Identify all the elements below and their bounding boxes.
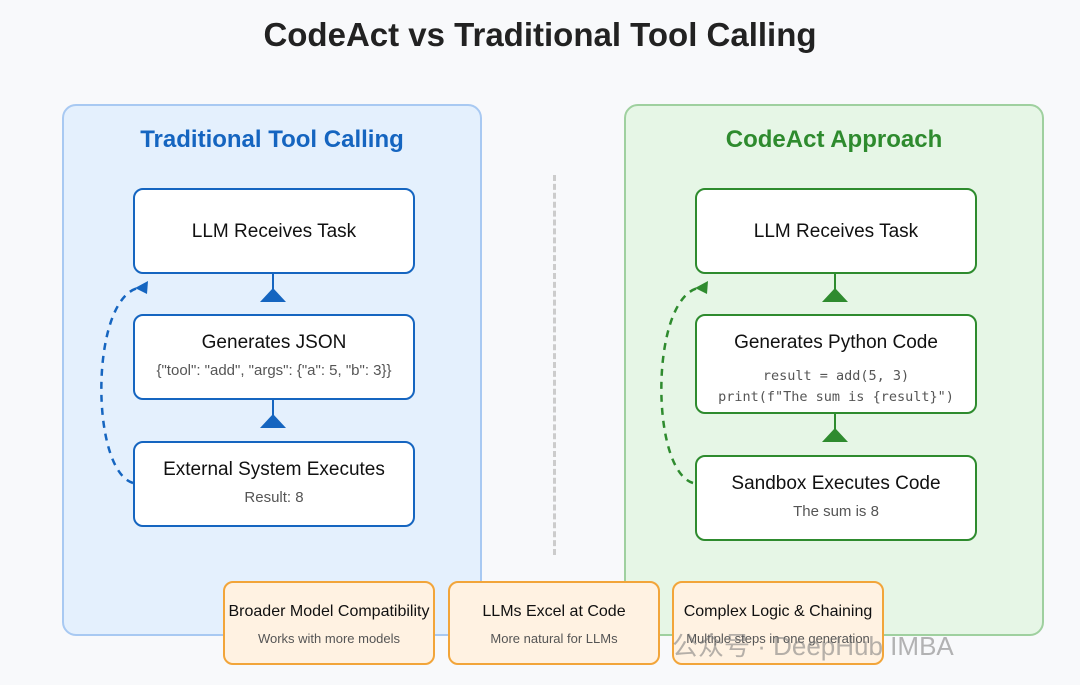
arrow-head-icon — [822, 288, 848, 302]
loop-arrow-head-icon — [135, 281, 148, 294]
watermark: 公众号 · DeepHub IMBA — [672, 631, 954, 661]
traditional-step-execute: External System Executes Result: 8 — [133, 441, 415, 527]
arrow-head-icon — [260, 414, 286, 428]
benefit-card: LLMs Excel at Code More natural for LLMs — [448, 581, 660, 665]
codeact-panel: CodeAct Approach LLM Receives Task Gener… — [624, 104, 1044, 636]
codeact-step-execute: Sandbox Executes Code The sum is 8 — [695, 455, 977, 541]
traditional-title: Traditional Tool Calling — [140, 126, 404, 153]
benefit-card: Complex Logic & Chaining Multiple steps … — [672, 581, 884, 665]
benefit-card: Broader Model Compatibility Works with m… — [223, 581, 435, 665]
benefit-title: Complex Logic & Chaining — [683, 603, 873, 620]
step-title: External System Executes — [163, 459, 385, 480]
step-title: Sandbox Executes Code — [731, 473, 941, 494]
loop-arrow — [660, 286, 699, 485]
code-line: result = add(5, 3) — [762, 368, 910, 384]
arrow-head-icon — [822, 428, 848, 442]
result-text: Result: 8 — [244, 489, 304, 506]
step-title: Generates JSON — [201, 332, 347, 353]
benefit-title: LLMs Excel at Code — [482, 603, 626, 620]
traditional-step-receive: LLM Receives Task — [133, 188, 415, 274]
result-text: The sum is 8 — [793, 503, 879, 520]
divider — [553, 175, 556, 555]
codeact-title: CodeAct Approach — [725, 126, 943, 153]
step-title: Generates Python Code — [734, 332, 938, 353]
traditional-step-json: Generates JSON {"tool": "add", "args": {… — [133, 314, 415, 400]
codeact-step-receive: LLM Receives Task — [695, 188, 977, 274]
step-title: LLM Receives Task — [191, 221, 357, 242]
step-title: LLM Receives Task — [753, 221, 919, 242]
benefit-subtitle: More natural for LLMs — [490, 631, 618, 646]
traditional-panel: Traditional Tool Calling LLM Receives Ta… — [62, 104, 482, 636]
diagram-title: CodeAct vs Traditional Tool Calling — [263, 16, 817, 53]
codeact-step-code: Generates Python Code result = add(5, 3)… — [695, 314, 977, 414]
code-line: print(f"The sum is {result}") — [718, 389, 954, 405]
json-example: {"tool": "add", "args": {"a": 5, "b": 3}… — [156, 362, 392, 379]
benefit-subtitle: Multiple steps in one generation — [686, 631, 870, 646]
loop-arrow — [100, 286, 139, 485]
loop-arrow-head-icon — [695, 281, 708, 294]
benefit-subtitle: Works with more models — [257, 631, 401, 646]
arrow-head-icon — [260, 288, 286, 302]
benefit-title: Broader Model Compatibility — [228, 603, 430, 620]
